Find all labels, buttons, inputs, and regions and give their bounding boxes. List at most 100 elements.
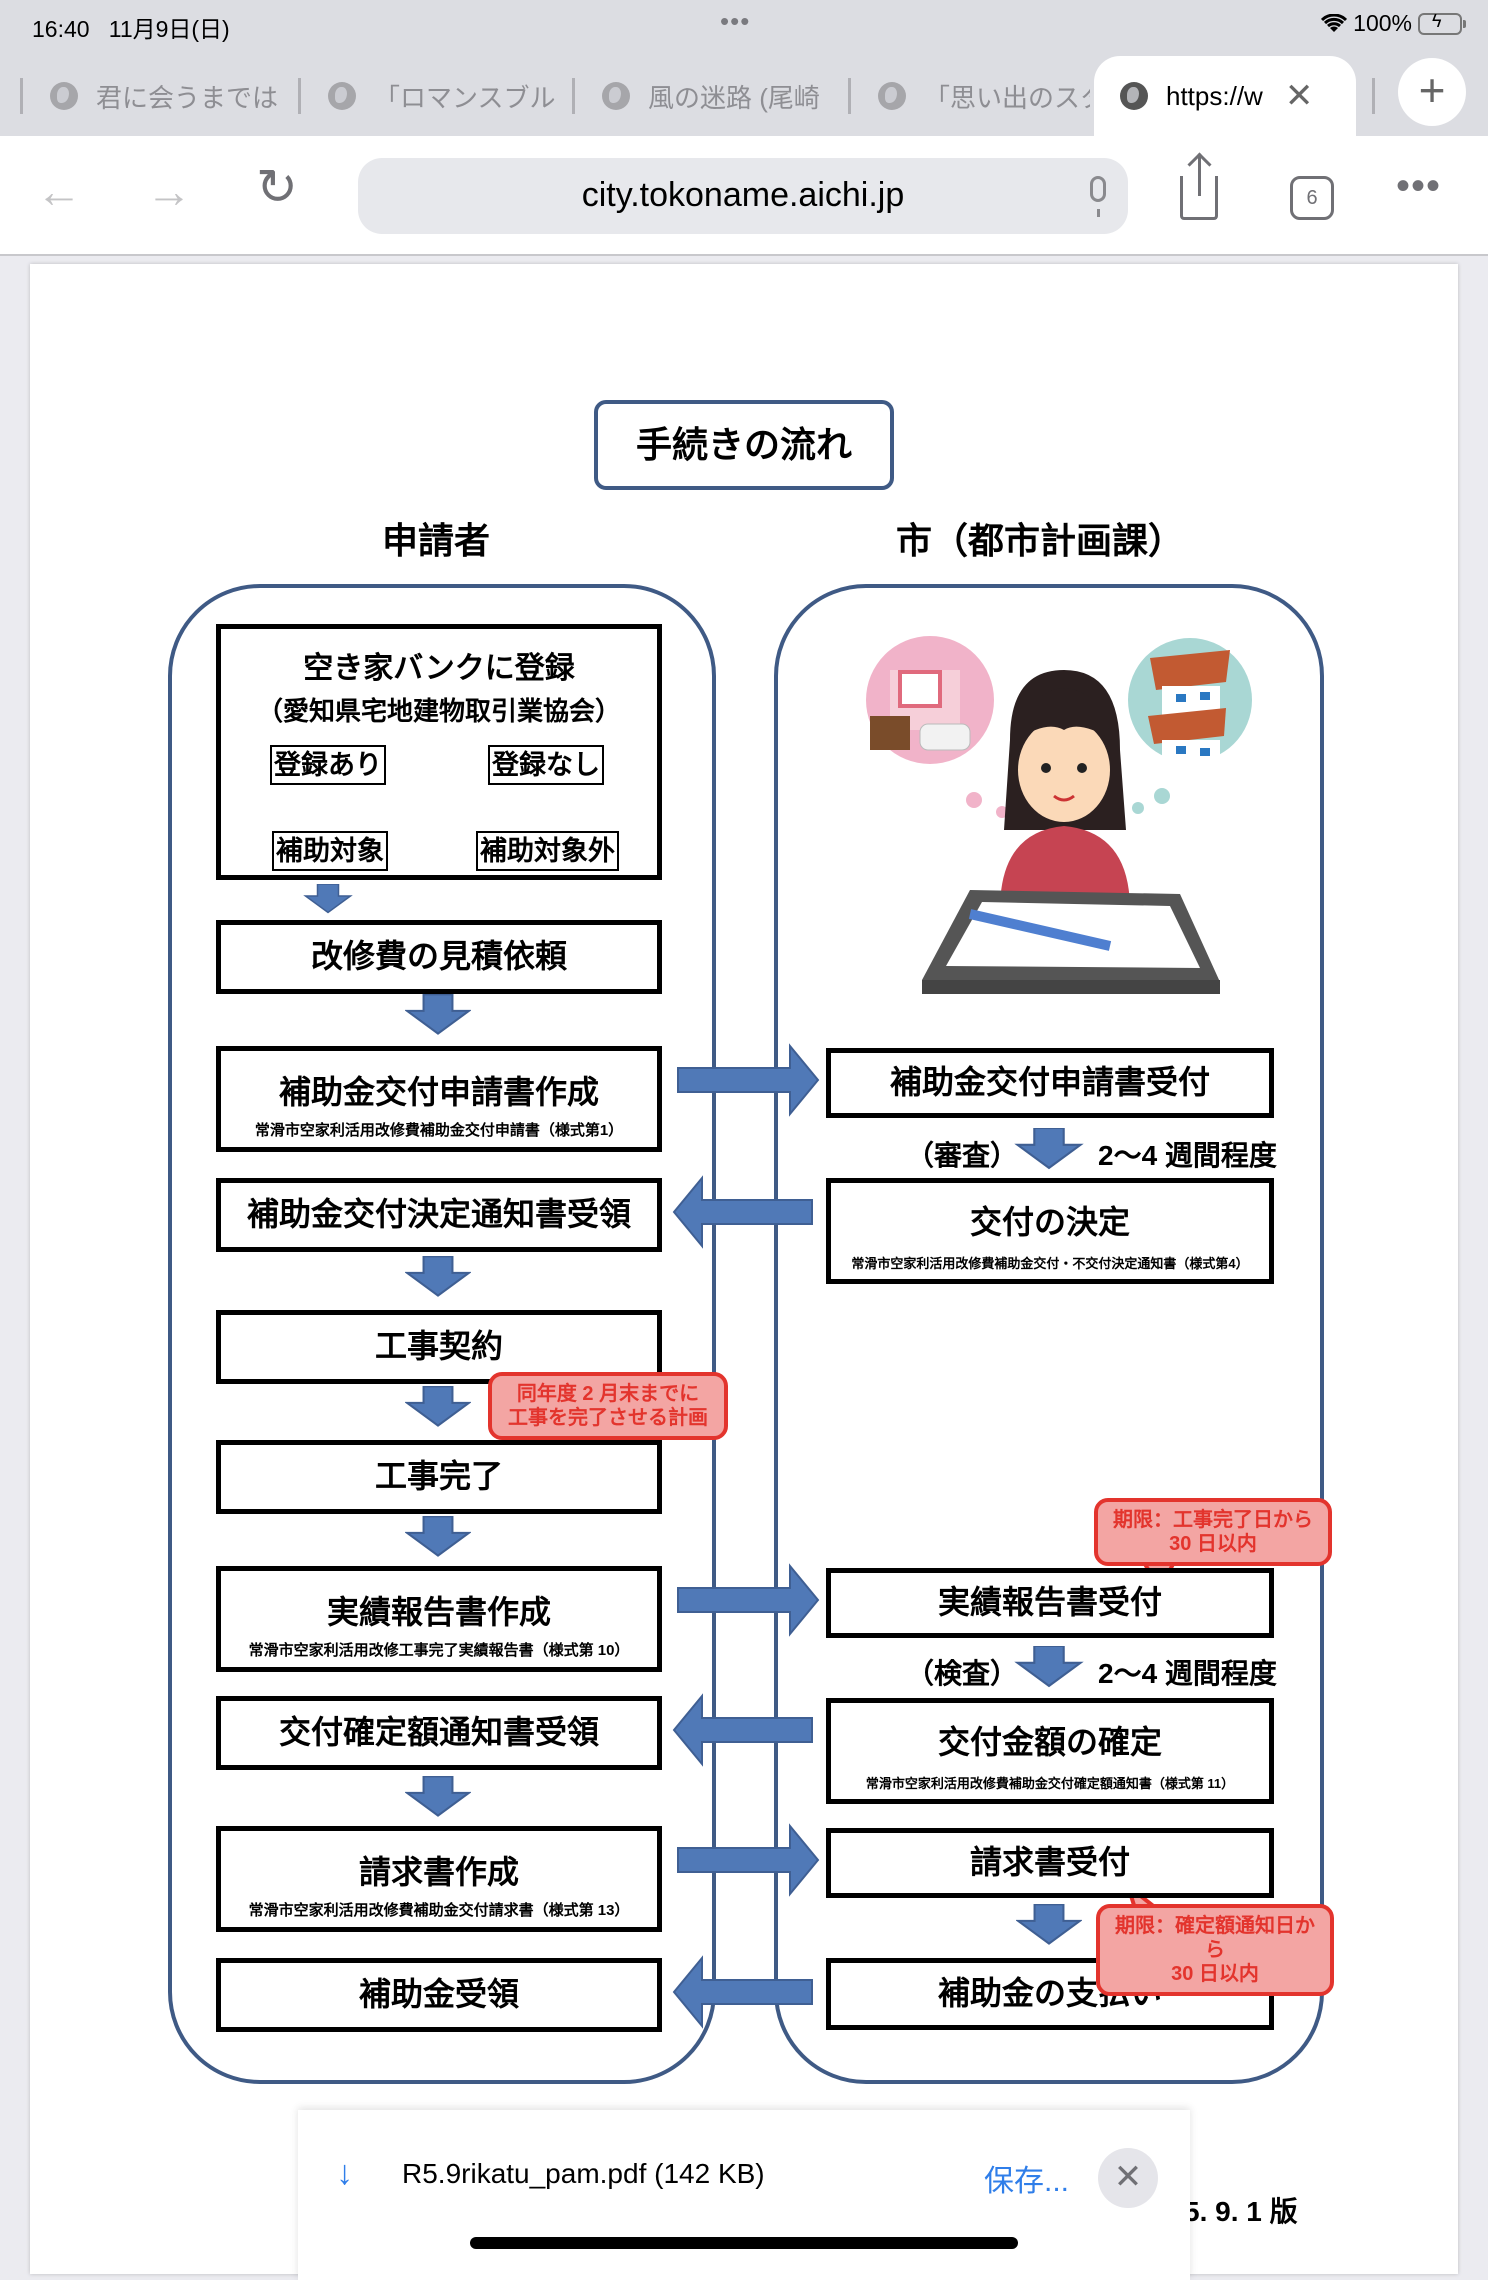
step-title: 補助金交付決定通知書受領 [246,1196,631,1232]
step-application-create: 補助金交付申請書作成 常滑市空家利活用改修費補助金交付申請書（様式第1） [216,1046,662,1152]
step-report-acceptance: 実績報告書受付 [826,1568,1274,1638]
new-tab-button[interactable]: + [1398,58,1466,126]
step-title: 補助金交付申請書作成 [278,1074,599,1110]
step-title: 補助金交付申請書受付 [889,1064,1210,1100]
step-invoice-create: 請求書作成 常滑市空家利活用改修費補助金交付請求書（様式第 13） [216,1826,662,1932]
down-arrow [406,1386,470,1427]
tab-label: 「思い出のスタ [924,82,1090,113]
tab-count-button[interactable]: 6 [1290,176,1334,220]
woman-planning-illustration [866,636,1252,994]
form-reference: 常滑市空家利活用改修工事完了実績報告書（様式第 10） [248,1642,630,1659]
callout-construction-deadline: 同年度 2 月末までに 工事を完了させる計画 [488,1372,728,1440]
city-lane [774,584,1324,2084]
tab-2[interactable]: 「ロマンスブル [298,68,570,124]
registered-label: 登録あり [270,745,386,785]
step-title: 実績報告書作成 [326,1594,551,1630]
step-grant-decision: 交付の決定 常滑市空家利活用改修費補助金交付・不交付決定通知書（様式第4） [826,1178,1274,1284]
step-title: 空き家バンクに登録 [303,652,575,685]
form-reference: 常滑市空家利活用改修費補助金交付確定額通知書（様式第 11） [865,1776,1235,1791]
woman-figure [1000,670,1130,910]
globe-icon [328,82,356,110]
close-tab-icon[interactable]: ✕ [1284,77,1314,115]
version-label: 5. 9. 1 版 [1184,2196,1298,2227]
tab-active[interactable]: https://w ✕ [1094,56,1356,136]
step-report-create: 実績報告書作成 常滑市空家利活用改修工事完了実績報告書（様式第 10） [216,1566,662,1672]
step-title: 工事完了 [374,1458,503,1494]
step-construction-contract: 工事契約 [216,1310,662,1384]
down-arrow [406,994,470,1035]
tab-4[interactable]: 「思い出のスタ [848,68,1090,124]
applicant-lane [168,584,716,2084]
step-title: 交付金額の確定 [937,1724,1162,1760]
left-arrow [672,1693,813,1767]
form-reference: 常滑市空家利活用改修費補助金交付請求書（様式第 13） [248,1902,630,1919]
download-bar: ↓ R5.9rikatu_pam.pdf (142 KB) 保存... ✕ [298,2110,1190,2280]
step-application-acceptance: 補助金交付申請書受付 [826,1048,1274,1118]
status-time: 16:40 11月9日(日) [32,10,230,44]
status-right: 100% ϟ [1321,10,1466,37]
multitask-dots[interactable]: ••• [720,6,751,36]
form-reference: 常滑市空家利活用改修費補助金交付申請書（様式第1） [254,1122,624,1139]
eligible-label: 補助対象 [272,831,388,871]
browser-toolbar: ← → ↻ city.tokoname.aichi.jp 6 ••• [0,136,1488,256]
tab-separator [1372,78,1375,114]
globe-icon [602,82,630,110]
step-estimate-request: 改修費の見積依頼 [216,920,662,994]
drawing-board [922,890,1220,994]
tab-label: 「ロマンスブル [374,82,556,113]
battery-charging-icon: ϟ [1418,11,1466,35]
globe-icon [50,82,78,110]
wifi-icon [1321,13,1348,32]
close-download-button[interactable]: ✕ [1098,2148,1158,2208]
step-title: 実績報告書受付 [937,1584,1162,1620]
not-eligible-label: 補助対象外 [476,831,619,871]
step-title: 工事契約 [374,1328,503,1364]
step-subtitle: （愛知県宅地建物取引業協会） [256,696,621,726]
back-button[interactable]: ← [36,165,82,217]
tab-label: 風の迷路 (尾崎 [648,82,820,113]
inspection-duration: 2～4 週間程度 [1098,1658,1277,1689]
callout-report-deadline: 期限：工事完了日から 30 日以内 [1094,1498,1332,1566]
tab-1[interactable]: 君に会うまでは [20,68,290,124]
reload-button[interactable]: ↻ [256,159,298,215]
callout-invoice-deadline: 期限：確定額通知日から 30 日以内 [1096,1904,1334,1996]
thought-bubble-house [1128,638,1252,768]
tab-strip: 君に会うまでは 「ロマンスブル 風の迷路 (尾崎 「思い出のスタ https:/… [0,50,1488,136]
not-registered-label: 登録なし [488,745,604,785]
inspection-label: （検査） [906,1658,1019,1689]
step-amount-determination: 交付金額の確定 常滑市空家利活用改修費補助金交付確定額通知書（様式第 11） [826,1698,1274,1804]
url-text[interactable]: city.tokoname.aichi.jp [581,176,905,214]
city-heading: 市（都市計画課） [896,520,1185,561]
form-reference: 常滑市空家利活用改修費補助金交付・不交付決定通知書（様式第4） [851,1256,1249,1271]
download-icon: ↓ [336,2154,353,2192]
step-subsidy-receipt: 補助金受領 [216,1958,662,2032]
microphone-icon[interactable] [1090,176,1106,217]
down-arrow [1017,1904,1081,1945]
save-button[interactable]: 保存... [984,2165,1070,2198]
tab-3[interactable]: 風の迷路 (尾崎 [572,68,844,124]
tab-label: 君に会うまでは [96,82,279,113]
down-arrow [1016,1646,1082,1687]
down-arrow [1016,1128,1082,1169]
tab-label: https://w [1166,80,1263,111]
status-bar: 16:40 11月9日(日) ••• 100% ϟ [0,0,1488,50]
down-arrow [304,884,352,914]
home-indicator[interactable] [470,2237,1018,2249]
flow-title: 手続きの流れ [594,400,894,490]
battery-percent: 100% [1353,10,1412,36]
step-decision-notice-receipt: 補助金交付決定通知書受領 [216,1178,662,1252]
forward-button[interactable]: → [146,165,192,217]
review-label: （審査） [906,1140,1019,1171]
step-title: 改修費の見積依頼 [310,938,567,974]
more-menu-button[interactable]: ••• [1396,164,1442,208]
step-title: 交付確定額通知書受領 [278,1714,599,1750]
down-arrow [406,1776,470,1817]
left-arrow [672,1175,813,1249]
share-icon[interactable] [1180,156,1218,220]
step-title: 請求書作成 [358,1854,519,1890]
thought-bubble-interior [866,636,994,764]
address-bar[interactable]: city.tokoname.aichi.jp [358,158,1128,234]
download-filename: R5.9rikatu_pam.pdf (142 KB) [402,2158,765,2189]
step-title: 請求書受付 [969,1844,1130,1880]
